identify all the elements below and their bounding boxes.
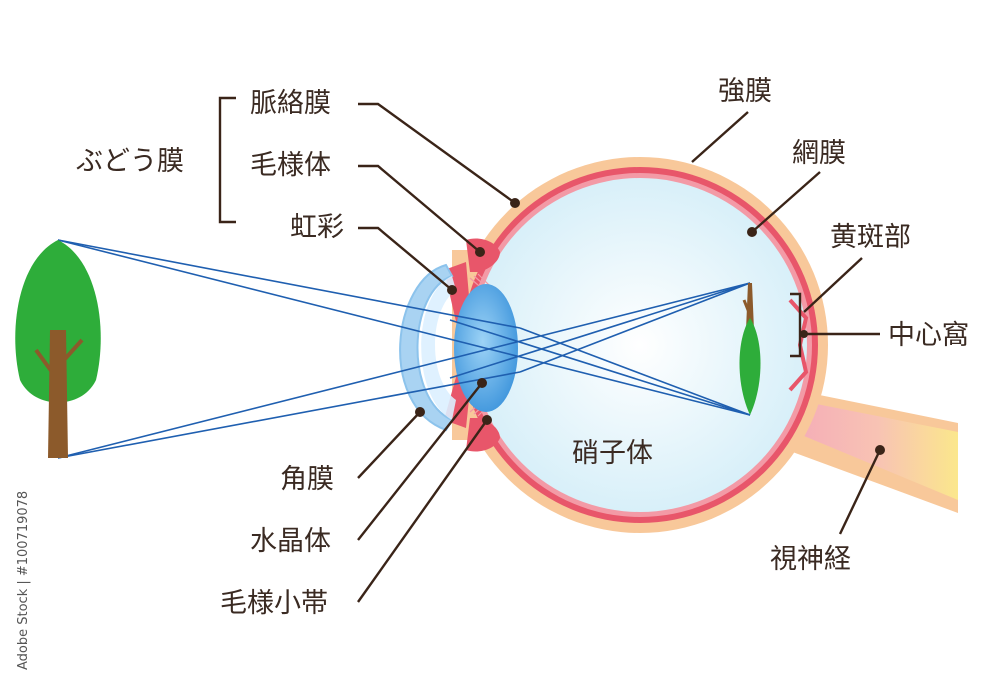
label-retina: 網膜 — [792, 138, 846, 169]
object-tree — [15, 240, 101, 458]
leader-lines — [357, 102, 885, 603]
label-fovea: 中心窩 — [888, 320, 969, 351]
retinal-image-tree — [739, 283, 761, 415]
vitreous-body — [473, 178, 807, 512]
label-sclera: 強膜 — [718, 76, 772, 107]
label-macula: 黄斑部 — [830, 222, 911, 253]
stock-watermark-id: Adobe Stock | #100719078 — [14, 470, 34, 670]
stock-id-text: Adobe Stock | #100719078 — [16, 490, 31, 670]
label-optic-nerve: 視神経 — [770, 544, 851, 575]
uvea-bracket — [218, 96, 236, 224]
ciliary-body-lower — [466, 418, 500, 452]
label-zonule: 毛様小帯 — [220, 588, 328, 619]
label-iris: 虹彩 — [290, 212, 344, 243]
label-cornea: 角膜 — [280, 464, 334, 495]
label-vitreous: 硝子体 — [572, 438, 653, 469]
label-choroid: 脈絡膜 — [250, 88, 331, 119]
label-lens: 水晶体 — [250, 526, 331, 557]
label-ciliary-body: 毛様体 — [250, 150, 331, 181]
light-rays — [57, 239, 751, 459]
label-uvea: ぶどう膜 — [76, 146, 184, 177]
